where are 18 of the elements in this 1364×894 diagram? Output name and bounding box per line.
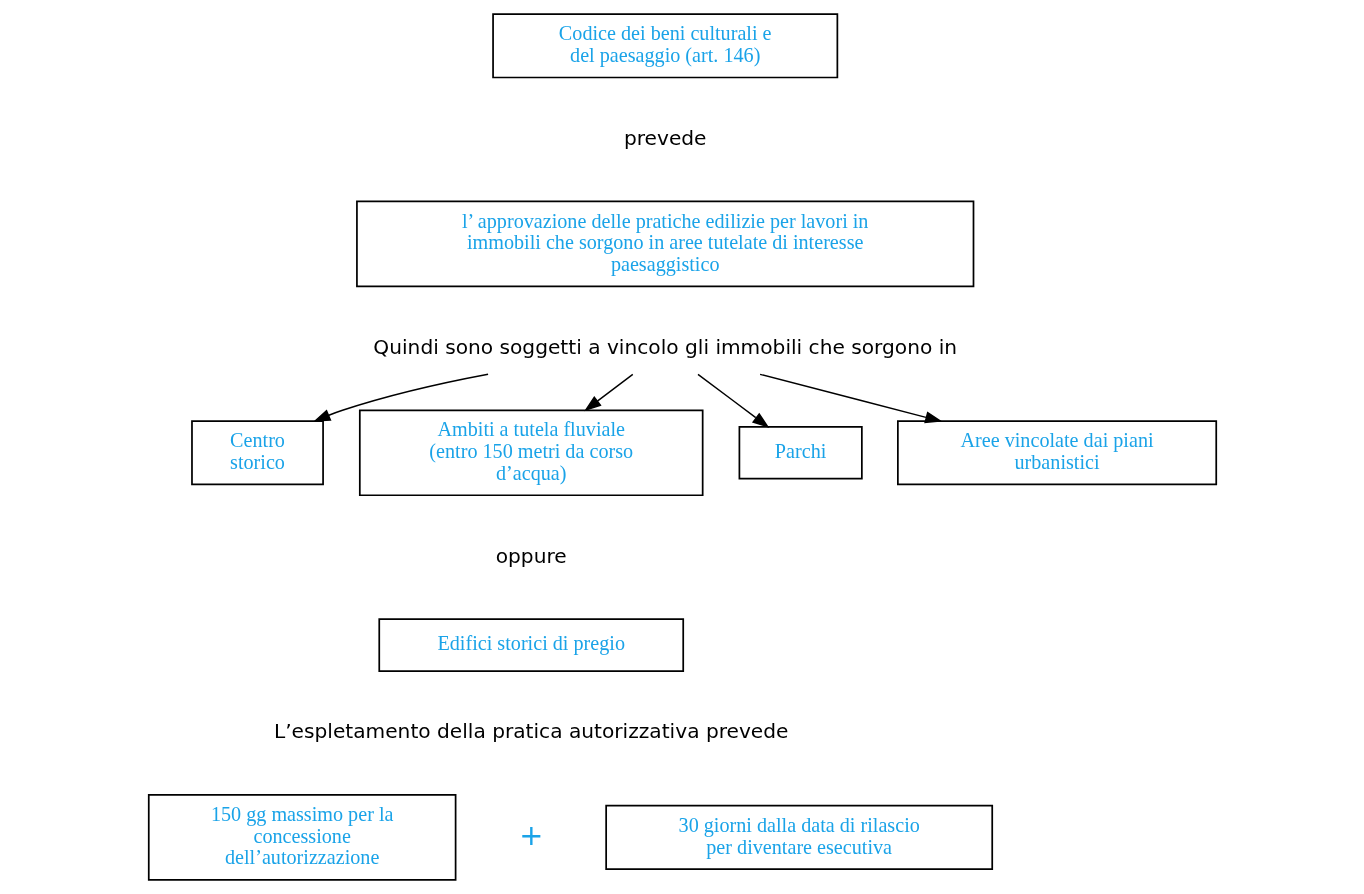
node-box: Edifici storici di pregio xyxy=(377,618,684,672)
node-box: Codice dei beni culturali e del paesaggio (art. 146) xyxy=(491,13,838,79)
arrow xyxy=(312,373,489,422)
label: oppure xyxy=(495,543,567,568)
node-box: l’ approvazione delle pratiche edilizie per lavori in immobili che sorgono in aree tutelate di interesse paesaggistico xyxy=(355,200,974,288)
node-box: Parchi xyxy=(738,425,863,480)
node-box: Aree vincolate dai piani urbanistici xyxy=(896,420,1217,486)
node-box: Ambiti a tutela fluviale (entro 150 metri da corso d’acqua) xyxy=(358,409,704,497)
node-box: 30 giorni dalla data di rilascio per diventare esecutiva xyxy=(604,804,993,870)
node-box: 150 gg massimo per la concessione dell’autorizzazione xyxy=(147,794,456,881)
label: + xyxy=(518,817,543,852)
arrow xyxy=(696,373,769,428)
label: L’espletamento della pratica autorizzativa prevede xyxy=(273,719,788,744)
node-text: Quindi sono soggetti a vincolo gli immobili che sorgono in xyxy=(372,334,957,359)
label: prevede xyxy=(623,125,706,150)
node-box: Centro storico xyxy=(190,420,324,486)
arrow xyxy=(583,373,633,412)
arrow xyxy=(758,373,942,424)
